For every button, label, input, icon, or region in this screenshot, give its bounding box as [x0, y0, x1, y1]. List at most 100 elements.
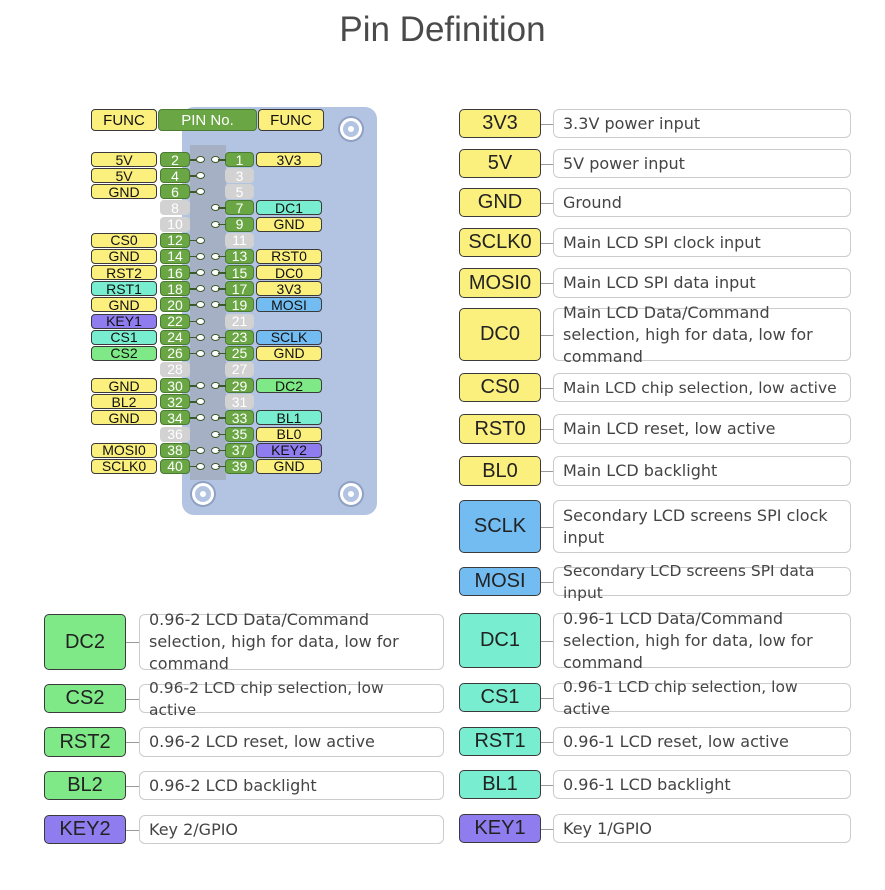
pin-number: 10: [160, 216, 190, 232]
pin-func-label: 5V: [91, 168, 157, 184]
pin-connector-icon: [196, 269, 205, 277]
legend-description: 3.3V power input: [553, 109, 851, 138]
pin-number: 14: [160, 248, 190, 264]
legend-label: 5V: [459, 149, 541, 178]
pin-func-label: GND: [256, 458, 322, 474]
legend-connector: [541, 697, 553, 699]
pin-func-label: BL2: [91, 394, 157, 410]
legend-label: GND: [459, 188, 541, 217]
pin-func-label: GND: [91, 184, 157, 200]
pin-number: 26: [160, 345, 190, 361]
pin-number: 23: [225, 329, 254, 345]
pin-lead: [190, 336, 198, 339]
pin-header: [190, 145, 226, 480]
pin-lead: [190, 239, 198, 242]
legend-label: MOSI: [459, 567, 541, 596]
legend-description: Key 2/GPIO: [139, 815, 444, 844]
legend-description: 0.96-1 LCD backlight: [553, 770, 851, 799]
pin-number: 35: [225, 426, 254, 442]
pin-number: 24: [160, 329, 190, 345]
pin-number: 12: [160, 232, 190, 248]
pin-func-label: CS1: [91, 329, 157, 345]
pin-connector-icon: [196, 301, 205, 309]
legend-description: Main LCD reset, low active: [553, 414, 851, 444]
pin-number: 8: [160, 200, 190, 216]
legend-connector: [541, 163, 553, 165]
pin-func-label: BL0: [256, 426, 322, 442]
legend-label: CS1: [459, 683, 541, 712]
pin-number: 22: [160, 313, 190, 329]
legend-connector: [126, 785, 139, 787]
legend-label: DC2: [44, 614, 126, 670]
legend-description: Main LCD chip selection, low active: [553, 373, 851, 402]
legend-connector: [126, 829, 139, 831]
pin-lead: [190, 159, 198, 161]
legend-connector: [541, 123, 553, 125]
pin-func-label: DC2: [256, 378, 322, 394]
header-func-right: FUNC: [258, 109, 324, 131]
pin-lead: [190, 288, 198, 290]
legend-description: Secondary LCD screens SPI clock input: [553, 500, 851, 553]
legend-label: BL2: [44, 771, 126, 800]
pin-func-label: SCLK0: [91, 458, 157, 474]
legend-description: 0.96-1 LCD Data/Command selection, high …: [553, 609, 851, 672]
pin-number: 16: [160, 265, 190, 281]
pin-lead: [218, 352, 226, 355]
legend-description: Main LCD Data/Command selection, high fo…: [553, 303, 851, 366]
pin-connector-icon: [196, 236, 205, 244]
legend-description: Secondary LCD screens SPI data input: [553, 562, 851, 602]
mounting-hole: [340, 483, 362, 505]
pin-func-label: CS2: [91, 345, 157, 361]
pin-lead: [218, 433, 226, 436]
legend-label: RST1: [459, 727, 541, 756]
mounting-hole: [192, 483, 214, 505]
pin-number: 13: [225, 248, 254, 264]
pin-func-label: 3V3: [256, 281, 322, 297]
legend-connector: [541, 471, 553, 472]
pin-func-label: DC1: [256, 200, 322, 216]
pin-number: 30: [160, 378, 190, 394]
legend-description: 5V power input: [553, 149, 851, 178]
pin-lead: [190, 175, 198, 177]
legend-description: 0.96-2 LCD Data/Command selection, high …: [139, 610, 444, 673]
pin-func-label: DC0: [256, 265, 322, 281]
pin-lead: [218, 336, 226, 339]
legend-label: SCLK0: [459, 228, 541, 257]
pin-number: 21: [225, 313, 254, 329]
legend-connector: [126, 742, 139, 743]
pin-connector-icon: [196, 252, 205, 260]
pin-connector-icon: [196, 382, 205, 390]
pin-lead: [190, 401, 198, 403]
pin-lead: [190, 304, 198, 306]
legend-label: MOSI0: [459, 268, 541, 298]
legend-connector: [541, 581, 553, 583]
legend-connector: [541, 526, 553, 528]
legend-label: 3V3: [459, 109, 541, 138]
pin-func-label: KEY2: [256, 442, 322, 458]
pin-func-label: SCLK: [256, 329, 322, 345]
pin-lead: [218, 385, 226, 387]
pin-func-label: RST0: [256, 248, 322, 264]
pin-func-label: CS0: [91, 232, 157, 248]
mounting-hole: [340, 118, 362, 140]
pin-func-label: GND: [91, 248, 157, 264]
legend-description: 0.96-2 LCD reset, low active: [139, 727, 444, 757]
pin-number: 37: [225, 442, 254, 458]
legend-label: DC1: [459, 613, 541, 668]
legend-connector: [541, 640, 553, 642]
legend-label: RST2: [44, 727, 126, 757]
pin-lead: [190, 417, 198, 419]
pin-lead: [190, 255, 198, 258]
pin-number: 38: [160, 442, 190, 458]
pin-connector-icon: [196, 398, 205, 406]
legend-label: SCLK: [459, 500, 541, 553]
legend-label: CS2: [44, 684, 126, 713]
pin-number: 31: [225, 394, 254, 410]
legend-connector: [541, 741, 553, 743]
pin-number: 34: [160, 410, 190, 426]
pin-lead: [190, 272, 198, 274]
legend-connector: [541, 429, 553, 430]
pin-number: 2: [160, 152, 190, 167]
pin-connector-icon: [196, 446, 205, 454]
pin-lead: [190, 465, 198, 468]
